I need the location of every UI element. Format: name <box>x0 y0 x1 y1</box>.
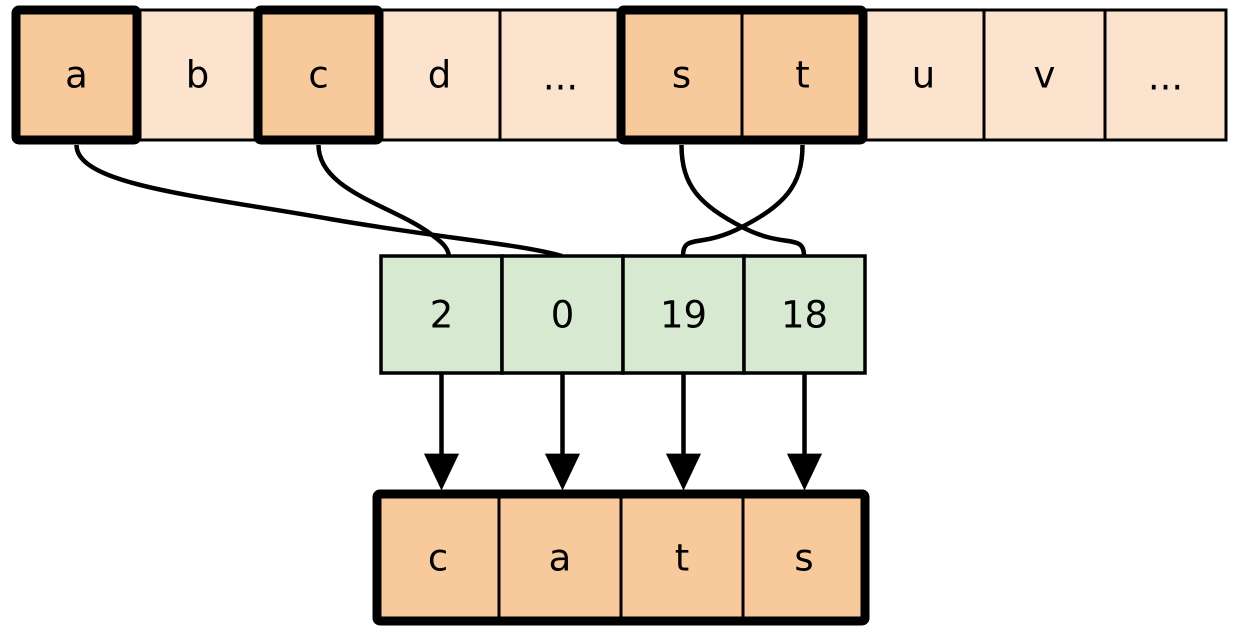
source-cell-ellipsis-right-label: ... <box>1148 56 1183 99</box>
connector-c-to-2 <box>316 144 452 257</box>
source-cell-d-label: d <box>428 54 452 97</box>
source-cell-b-label: b <box>186 54 210 97</box>
connector-t-to-19 <box>680 144 805 257</box>
output-cell-3-label: s <box>794 537 813 580</box>
source-cell-t[interactable]: t <box>740 8 865 142</box>
source-cell-u-label: u <box>912 54 935 97</box>
source-cell-v-label: v <box>1034 54 1056 97</box>
index-cell-3-label: 18 <box>781 294 828 337</box>
index-cell-3[interactable]: 18 <box>742 254 867 375</box>
source-cell-u[interactable]: u <box>861 8 986 142</box>
index-array: 2 0 19 18 <box>379 254 867 375</box>
output-cell-1[interactable]: a <box>497 492 623 623</box>
index-cell-1-label: 0 <box>551 294 575 337</box>
alphabet-row: a b c d ... s <box>11 5 1228 145</box>
source-cell-a-label: a <box>65 54 88 97</box>
source-cell-c-label: c <box>308 54 328 97</box>
source-cell-s-label: s <box>672 54 691 97</box>
index-cell-0[interactable]: 2 <box>379 254 504 375</box>
source-cell-d[interactable]: d <box>377 8 502 142</box>
index-cell-2[interactable]: 19 <box>621 254 746 375</box>
index-cell-2-label: 19 <box>660 294 707 337</box>
output-cell-3[interactable]: s <box>741 492 867 623</box>
highlight-outline-a <box>11 5 142 145</box>
output-cell-0-label: c <box>428 537 448 580</box>
source-cell-c[interactable]: c <box>256 8 381 142</box>
highlight-outline-c <box>253 5 384 145</box>
output-array-outline <box>372 489 870 626</box>
index-cell-0-label: 2 <box>430 294 454 337</box>
source-cell-ellipsis-left[interactable]: ... <box>498 8 623 142</box>
output-array: c a t s <box>372 489 870 626</box>
index-cell-1[interactable]: 0 <box>500 254 625 375</box>
source-cell-b[interactable]: b <box>135 8 260 142</box>
index-to-output-arrows <box>423 374 823 491</box>
source-cell-s[interactable]: s <box>619 8 744 142</box>
source-cell-v[interactable]: v <box>982 8 1107 142</box>
output-cell-2-label: t <box>675 537 690 580</box>
source-to-index-connectors <box>74 144 807 259</box>
connector-a-to-0 <box>74 144 563 259</box>
source-cell-t-label: t <box>795 54 810 97</box>
source-cell-ellipsis-right[interactable]: ... <box>1103 8 1228 142</box>
output-cell-2[interactable]: t <box>619 492 745 623</box>
source-cell-ellipsis-left-label: ... <box>543 56 578 99</box>
output-cell-1-label: a <box>549 537 572 580</box>
output-cell-0[interactable]: c <box>375 492 501 623</box>
source-cell-a[interactable]: a <box>14 8 139 142</box>
